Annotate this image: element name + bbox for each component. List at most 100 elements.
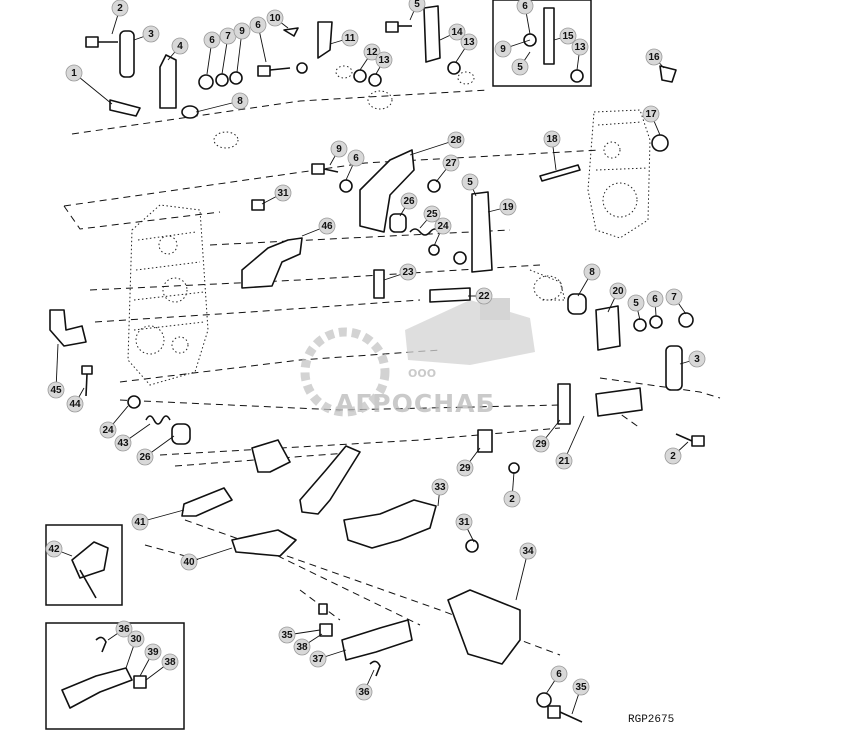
callout-circle: [266, 9, 284, 27]
callout-label: 9: [500, 44, 506, 55]
callout-badge-44: 44: [66, 395, 84, 413]
callout-badge-31: 31: [455, 513, 473, 531]
part-plate-3-right: [665, 345, 683, 391]
callout-badge-42: 42: [45, 540, 63, 558]
callout-badge-33: 33: [431, 478, 449, 496]
callout-label: 5: [517, 62, 523, 73]
callout-circle: [572, 678, 590, 696]
callout-circle: [355, 683, 373, 701]
callout-badge-6: 6: [203, 31, 221, 49]
callout-badge-6: 6: [347, 149, 365, 167]
callout-badge-8: 8: [583, 263, 601, 281]
callout-badge-15: 15: [559, 27, 577, 45]
callout-circle: [144, 643, 162, 661]
callout-label: 36: [358, 687, 370, 698]
callout-badge-9: 9: [330, 140, 348, 158]
callout-circle: [516, 0, 534, 15]
callout-circle: [114, 434, 132, 452]
callout-label: 28: [450, 135, 462, 146]
part-lever-11: [317, 21, 333, 59]
part-washer-6-right: [649, 315, 663, 329]
part-washer-5-mid: [453, 251, 467, 265]
callout-label: 8: [237, 96, 243, 107]
callout-badge-4: 4: [171, 37, 189, 55]
callout-label: 29: [535, 439, 547, 450]
callout-label: 40: [183, 557, 195, 568]
watermark-company-form: ООО: [408, 367, 436, 380]
callout-circle: [434, 217, 452, 235]
callout-badge-24: 24: [99, 421, 117, 439]
callout-label: 2: [670, 451, 676, 462]
callout-badge-38: 38: [161, 653, 179, 671]
callout-badge-6: 6: [646, 290, 664, 308]
part-bolt-9-mid: [311, 163, 339, 175]
callout-label: 4: [177, 41, 183, 52]
part-spring-25: [409, 228, 441, 236]
callout-label: 9: [336, 144, 342, 155]
inset-frame-30: [45, 622, 185, 730]
callout-leader: [515, 550, 529, 601]
callout-circle: [543, 130, 561, 148]
part-screw-2-mid: [508, 462, 520, 474]
part-bracket-20: [595, 305, 621, 351]
part-screw-31-mid: [465, 539, 479, 553]
part-handle-1: [109, 99, 141, 117]
callout-circle: [318, 217, 336, 235]
callout-label: 8: [589, 267, 595, 278]
part-washer-6-bottom: [536, 692, 552, 708]
callout-badge-7: 7: [665, 288, 683, 306]
callout-circle: [665, 288, 683, 306]
callout-badge-10: 10: [266, 9, 284, 27]
callout-badge-6: 6: [550, 665, 568, 683]
callout-label: 35: [281, 630, 293, 641]
callout-circle: [519, 542, 537, 560]
part-plate-28: [359, 149, 415, 233]
callout-circle: [511, 58, 529, 76]
callout-circle: [330, 140, 348, 158]
callout-badge-6: 6: [249, 16, 267, 34]
callout-circle: [99, 421, 117, 439]
callout-circle: [142, 25, 160, 43]
callout-circle: [233, 22, 251, 40]
callout-label: 6: [209, 35, 215, 46]
callout-label: 13: [463, 37, 475, 48]
callout-circle: [503, 490, 521, 508]
callout-badge-36: 36: [355, 683, 373, 701]
callout-badge-5: 5: [461, 173, 479, 191]
part-plate-3-top: [119, 30, 135, 78]
callout-badge-21: 21: [555, 452, 573, 470]
part-bolt-9-top: [257, 65, 291, 77]
callout-label: 38: [164, 657, 176, 668]
callout-circle: [274, 184, 292, 202]
callout-label: 41: [134, 517, 146, 528]
part-washer-6-mid: [339, 179, 353, 193]
part-bolt-2-top: [85, 36, 118, 48]
callout-badge-3: 3: [688, 350, 706, 368]
callout-label: 11: [345, 33, 356, 44]
callout-circle: [341, 29, 359, 47]
callout-label: 35: [575, 682, 587, 693]
callout-badge-13: 13: [571, 38, 589, 56]
callout-badge-41: 41: [131, 513, 149, 531]
part-washer-6-top: [215, 73, 229, 87]
callout-badge-27: 27: [442, 154, 460, 172]
callout-circle: [460, 33, 478, 51]
part-bolt-5-top: [385, 21, 412, 33]
callout-circle: [645, 48, 663, 66]
part-lever-crank: [299, 445, 361, 515]
callout-badge-16: 16: [645, 48, 663, 66]
callout-badge-11: 11: [341, 29, 359, 47]
part-bracket-19: [471, 191, 493, 273]
callout-label: 7: [225, 31, 231, 42]
part-lever-33: [343, 499, 437, 549]
callout-label: 30: [130, 634, 142, 645]
callout-badge-25: 25: [423, 205, 441, 223]
callout-badge-17: 17: [642, 105, 660, 123]
callout-circle: [494, 40, 512, 58]
callout-circle: [278, 626, 296, 644]
callout-badge-13: 13: [375, 51, 393, 69]
callout-label: 39: [147, 647, 159, 658]
callout-label: 6: [522, 1, 528, 12]
callout-label: 7: [671, 292, 677, 303]
